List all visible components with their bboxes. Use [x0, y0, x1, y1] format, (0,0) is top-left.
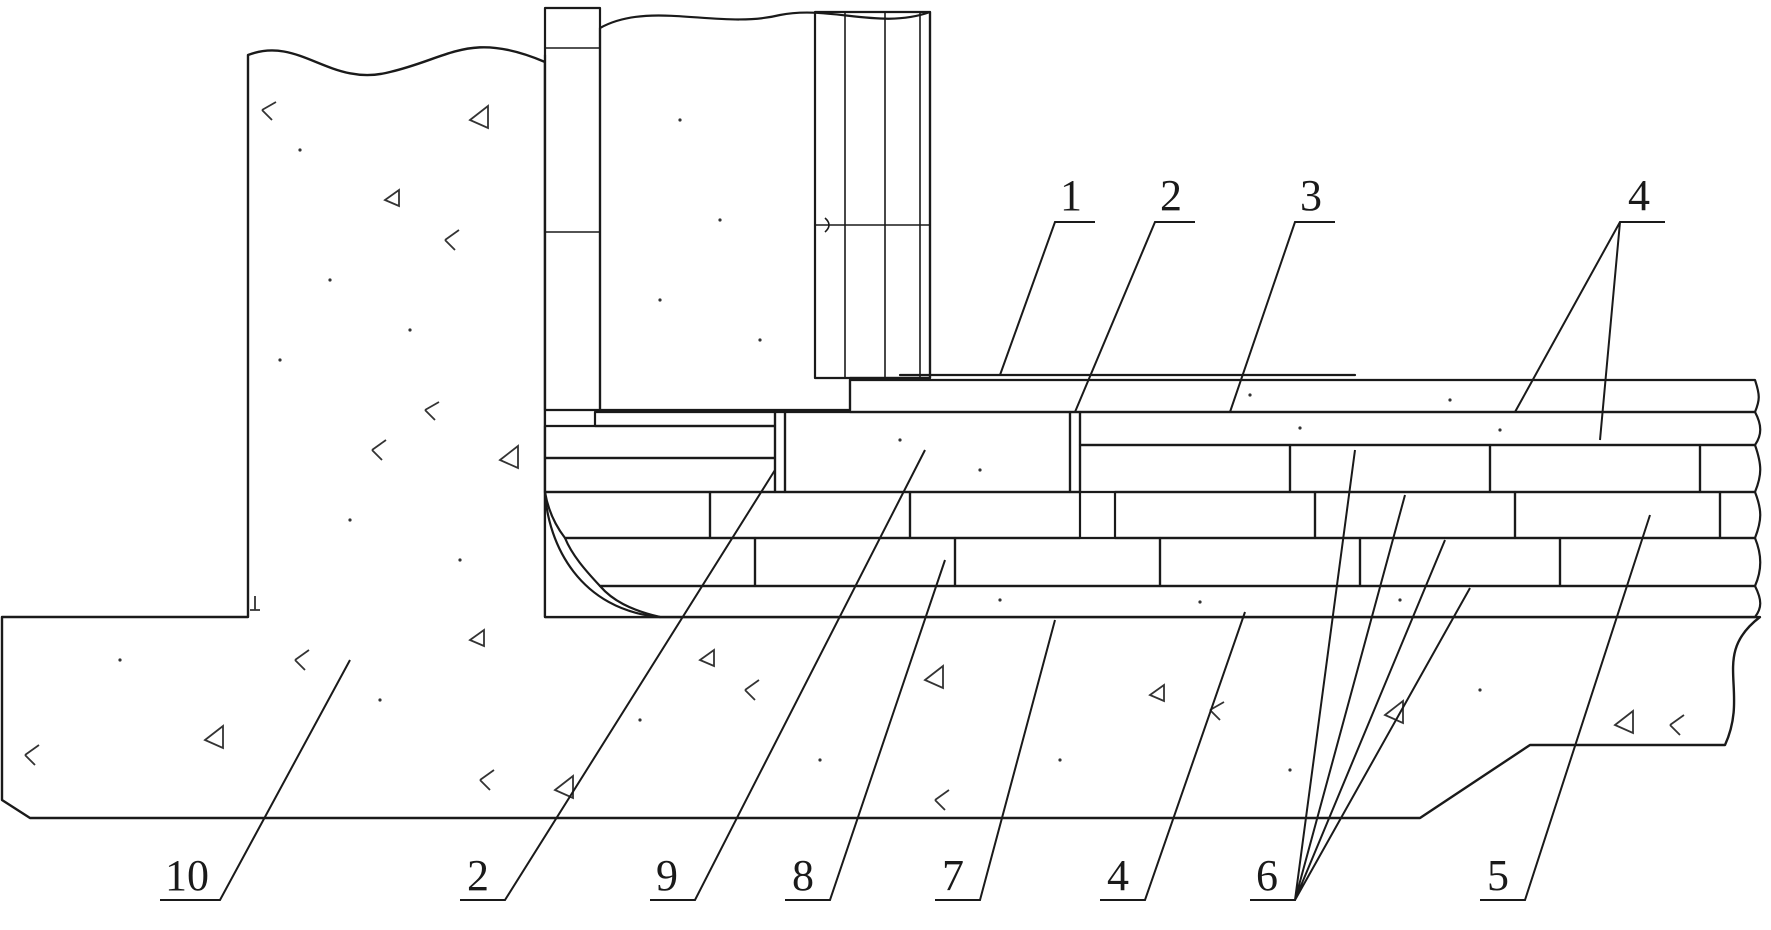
aggregate-mark — [24, 744, 40, 766]
aggregate-mark — [1383, 699, 1404, 725]
speck — [1448, 398, 1452, 402]
speck — [1288, 768, 1292, 772]
aggregate-mark — [203, 724, 224, 750]
speck — [638, 718, 642, 722]
leader-3 — [1229, 221, 1335, 413]
callout-7: 7 — [942, 851, 964, 900]
speck — [1498, 428, 1502, 432]
aggregate-mark — [934, 789, 950, 811]
callout-leaders — [160, 221, 1665, 901]
aggregate-mark — [444, 229, 460, 251]
callout-10: 10 — [165, 851, 209, 900]
aggregate-mark — [498, 444, 519, 470]
concrete-specks — [118, 118, 1502, 772]
callout-3: 3 — [1300, 171, 1322, 220]
speck — [348, 518, 352, 522]
aggregate-mark — [371, 439, 387, 461]
speck — [658, 298, 662, 302]
leader-7 — [935, 619, 1056, 901]
aggregate-mark — [923, 664, 944, 690]
leader-5 — [1480, 514, 1651, 901]
hearth-recess — [545, 45, 1770, 617]
aggregate-mark — [468, 104, 489, 130]
speck — [408, 328, 412, 332]
callout-4-top: 4 — [1628, 171, 1650, 220]
speck — [1478, 688, 1482, 692]
leader-2-top — [1074, 221, 1195, 413]
callout-2-bottom: 2 — [467, 851, 489, 900]
speck — [1198, 600, 1202, 604]
speck — [298, 148, 302, 152]
speck — [998, 598, 1002, 602]
speck — [1398, 598, 1402, 602]
concrete-aggregate-marks — [24, 101, 1685, 811]
callout-8: 8 — [792, 851, 814, 900]
speck — [978, 468, 982, 472]
speck — [328, 278, 332, 282]
callout-2-top: 2 — [1160, 171, 1182, 220]
aggregate-mark — [383, 188, 400, 208]
aggregate-mark — [1613, 709, 1634, 735]
aggregate-mark — [744, 679, 760, 701]
speck — [118, 658, 122, 662]
speck — [378, 698, 382, 702]
aggregate-mark — [468, 628, 485, 648]
leader-10 — [160, 659, 351, 901]
speck — [1248, 393, 1252, 397]
speck — [1298, 426, 1302, 430]
callout-1: 1 — [1060, 171, 1082, 220]
aggregate-mark — [553, 774, 574, 800]
aggregate-mark — [250, 596, 260, 611]
leader-6 — [1250, 449, 1471, 901]
leader-2-bottom — [460, 469, 776, 901]
aggregate-mark — [479, 769, 495, 791]
aggregate-mark — [1669, 714, 1685, 736]
speck — [678, 118, 682, 122]
leader-9 — [650, 449, 926, 901]
concrete-foundation — [0, 46, 1762, 820]
cooling-stave-panel — [813, 10, 932, 380]
hearth-corner-curve — [543, 490, 662, 619]
aggregate-mark — [261, 101, 277, 121]
aggregate-mark — [294, 649, 310, 671]
leader-1 — [999, 221, 1095, 376]
leader-8 — [785, 559, 946, 901]
speck — [718, 218, 722, 222]
speck — [458, 558, 462, 562]
aggregate-mark — [698, 648, 715, 668]
speck — [1058, 758, 1062, 762]
callout-4-bottom: 4 — [1107, 851, 1129, 900]
callout-6: 6 — [1256, 851, 1278, 900]
aggregate-mark — [424, 401, 440, 421]
stave-bolt — [824, 217, 830, 233]
speck — [818, 758, 822, 762]
speck — [758, 338, 762, 342]
leader-4-top — [1514, 221, 1665, 441]
aggregate-mark — [1148, 683, 1165, 703]
speck — [898, 438, 902, 442]
speck — [278, 358, 282, 362]
leader-4-bottom — [1100, 611, 1246, 901]
callout-9: 9 — [656, 851, 678, 900]
callout-5: 5 — [1487, 851, 1509, 900]
